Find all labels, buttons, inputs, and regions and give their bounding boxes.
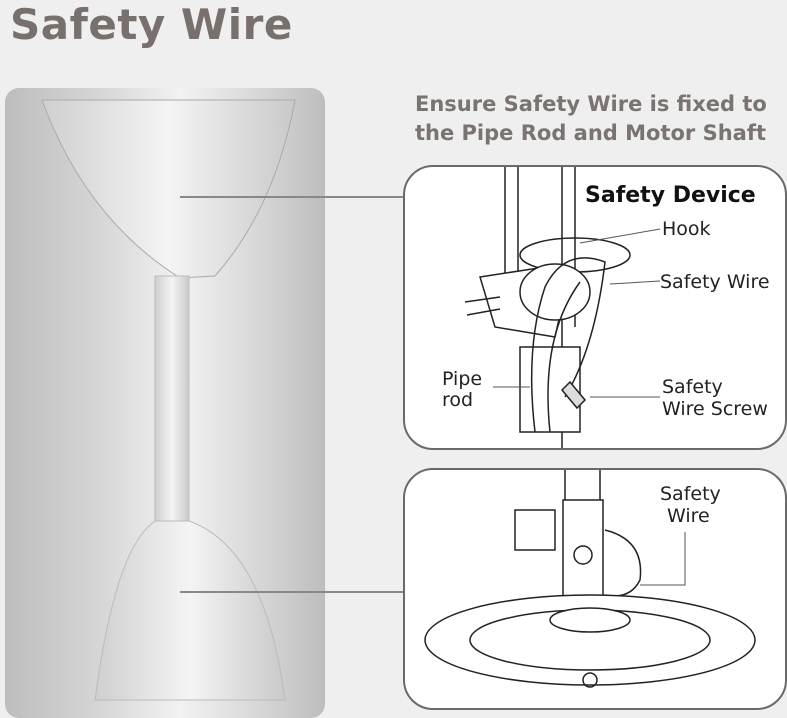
- instruction-line-2: the Pipe Rod and Motor Shaft: [415, 121, 767, 145]
- shaft-safety-wire-label-1: Safety: [660, 483, 721, 505]
- motor-shaft-detail: Safety Wire: [403, 468, 787, 710]
- shaft-safety-wire-label-2: Wire: [667, 505, 710, 527]
- safety-device-detail: Safety Device Hook Safety Wire Pipe rod …: [403, 165, 787, 450]
- safety-device-drawing: [464, 167, 661, 448]
- pipe-rod-label-2: rod: [442, 389, 474, 411]
- instruction-heading: Ensure Safety Wire is fixed to the Pipe …: [415, 90, 767, 148]
- safety-device-heading: Safety Device: [585, 183, 756, 208]
- safety-wire-screw-label-1: Safety: [662, 376, 723, 398]
- page-title: Safety Wire: [10, 0, 293, 49]
- fan-silhouette: [41, 99, 296, 701]
- safety-wire-screw-label-2: Wire Screw: [662, 398, 768, 420]
- instruction-line-1: Ensure Safety Wire is fixed to: [415, 92, 767, 116]
- motor-shaft-drawing: [424, 470, 756, 688]
- fan-photo-panel: [5, 88, 325, 718]
- safety-wire-label: Safety Wire: [660, 271, 770, 293]
- hook-label: Hook: [662, 218, 711, 240]
- pipe-rod-label-1: Pipe: [442, 368, 483, 390]
